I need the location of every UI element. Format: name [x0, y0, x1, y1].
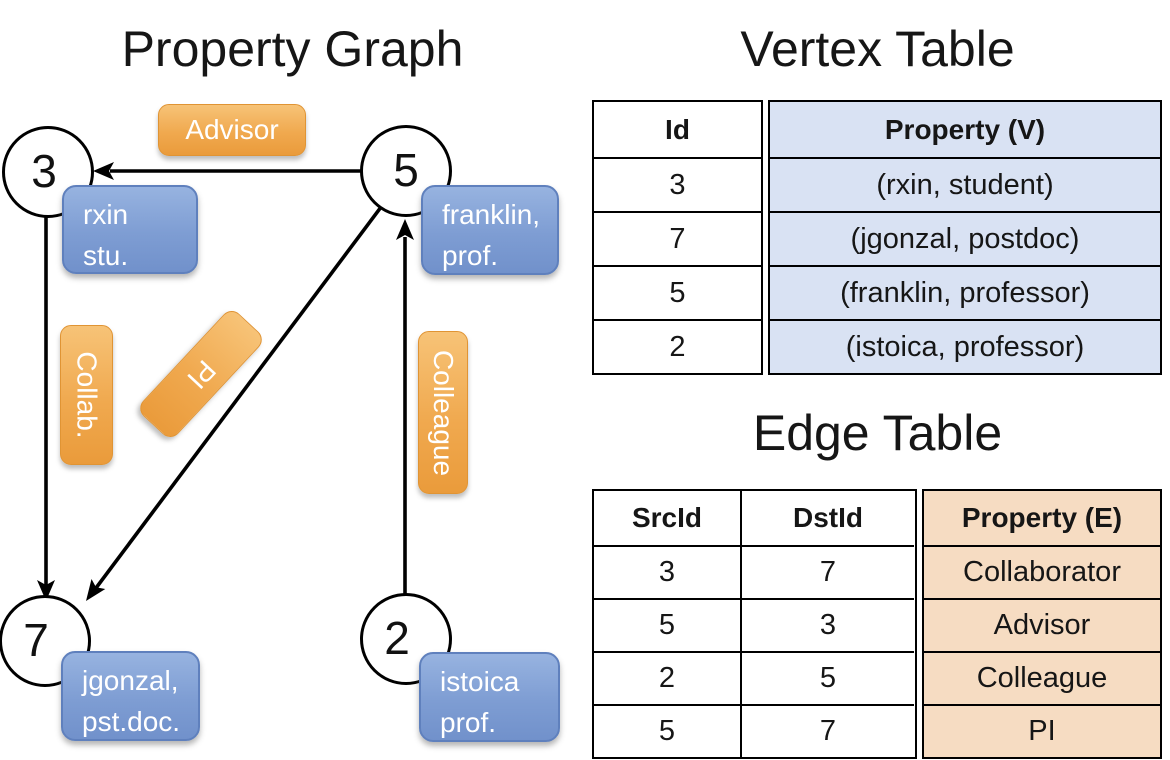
vertex-table-id-cell: 5 — [594, 265, 761, 319]
edge-table-srcid-cell: 3 — [594, 545, 740, 598]
vertex-id-label: 5 — [393, 144, 419, 196]
edge-label-collab: Collab. — [60, 325, 113, 465]
edge-label-text: Advisor — [185, 114, 279, 145]
property-line: franklin, — [442, 199, 541, 230]
edge-arrow-5-7 — [86, 193, 392, 601]
edge-label-text: Colleague — [428, 349, 460, 476]
vertex-table-id-cell: 3 — [594, 157, 761, 211]
edge-table-dstid-cell: 7 — [740, 704, 914, 757]
property-line: rxin — [83, 199, 129, 230]
edge-table-title: Edge Table — [752, 405, 1003, 461]
edge-table-property-column: Property (E) Collaborator Advisor Collea… — [922, 489, 1162, 759]
edge-table-header-property: Property (E) — [961, 502, 1123, 533]
vertex-id-label: 3 — [31, 145, 57, 197]
vertex-property-box-rxin: rxin stu. — [62, 185, 198, 274]
vertex-table-id-cell: 2 — [594, 319, 761, 373]
vertex-table-id-cell: 7 — [594, 211, 761, 265]
vertex-table-property-cell: (jgonzal, postdoc) — [770, 211, 1160, 265]
edge-table-srcid-cell: 5 — [594, 598, 740, 651]
edge-table-property-cell: Colleague — [924, 651, 1160, 704]
vertex-table-header-id: Id — [665, 113, 690, 145]
edge-table-srcid-cell: 2 — [594, 651, 740, 704]
edge-table-property-cell: Advisor — [924, 598, 1160, 651]
edge-label-advisor: Advisor — [158, 104, 306, 156]
vertex-table: Id 3 7 5 2 Property (V) (rxin, student) … — [592, 100, 1162, 375]
edge-arrow-2-5 — [396, 219, 414, 610]
property-line: stu. — [83, 240, 129, 271]
edge-arrow-5-3 — [93, 162, 395, 180]
vertex-id-label: 7 — [23, 614, 49, 666]
edge-table-header-dstid: DstId — [740, 491, 914, 545]
vertex-circle-2: 2 — [360, 593, 452, 685]
edge-table-srcid-cell: 5 — [594, 704, 740, 757]
graph-edges-canvas — [37, 162, 414, 610]
property-line: prof. — [442, 240, 499, 271]
property-line: istoica — [440, 666, 520, 697]
vertex-property-box-istoica: istoica prof. — [419, 652, 560, 742]
edge-table-dstid-cell: 5 — [740, 651, 914, 704]
vertex-property-box-jgonzal: jgonzal, pst.doc. — [61, 651, 200, 741]
edge-label-text: PI — [181, 354, 222, 395]
edge-table-property-cell: PI — [924, 704, 1160, 757]
edge-label-colleague: Colleague — [418, 331, 468, 494]
property-line: pst.doc. — [82, 706, 181, 737]
vertex-property-box-franklin: franklin, prof. — [421, 185, 559, 275]
vertex-table-id-column: Id 3 7 5 2 — [592, 100, 763, 375]
edge-table-header-srcid: SrcId — [631, 502, 703, 533]
edge-table-dstid-cell: 7 — [740, 545, 914, 598]
edge-table-dstid-cell: 3 — [740, 598, 914, 651]
vertex-table-title: Vertex Table — [740, 21, 1015, 77]
edge-table-id-columns: SrcId DstId 3 7 5 3 2 5 5 7 — [592, 489, 917, 759]
vertex-table-property-column: Property (V) (rxin, student) (jgonzal, p… — [768, 100, 1162, 375]
vertex-id-label: 2 — [384, 612, 410, 664]
edge-arrow-3-7 — [37, 200, 55, 601]
vertex-table-property-cell: (rxin, student) — [770, 157, 1160, 211]
edge-table: SrcId DstId 3 7 5 3 2 5 5 7 Property (E)… — [592, 489, 1162, 759]
vertex-table-property-cell: (istoica, professor) — [770, 319, 1160, 373]
edge-label-text: Collab. — [71, 351, 103, 439]
vertex-table-header-property: Property (V) — [884, 113, 1046, 145]
property-line: prof. — [440, 707, 497, 738]
edge-table-property-cell: Collaborator — [924, 545, 1160, 598]
vertex-table-property-cell: (franklin, professor) — [770, 265, 1160, 319]
property-graph-title: Property Graph — [121, 21, 464, 77]
property-line: jgonzal, — [82, 665, 179, 696]
